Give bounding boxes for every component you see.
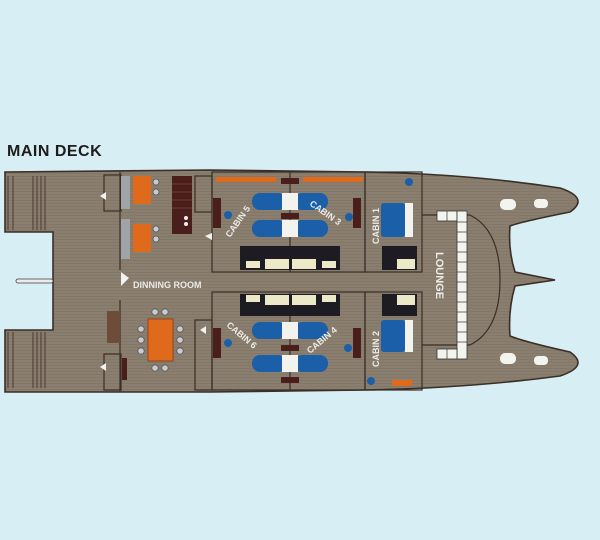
dining-table (137, 308, 184, 372)
walls (103, 171, 501, 392)
lower-cabins (213, 294, 417, 386)
galley-stairs (107, 176, 192, 380)
label-cabin-1: CABIN 1 (371, 208, 381, 244)
deck-title: MAIN DECK (7, 143, 103, 160)
door-markers (100, 192, 212, 371)
label-dining-room: DINNING ROOM (133, 280, 202, 290)
lounge-sofa (436, 210, 468, 360)
label-cabin-2: CABIN 2 (371, 331, 381, 367)
upper-cabins (213, 177, 417, 270)
label-lounge: LOUNGE (433, 252, 445, 299)
